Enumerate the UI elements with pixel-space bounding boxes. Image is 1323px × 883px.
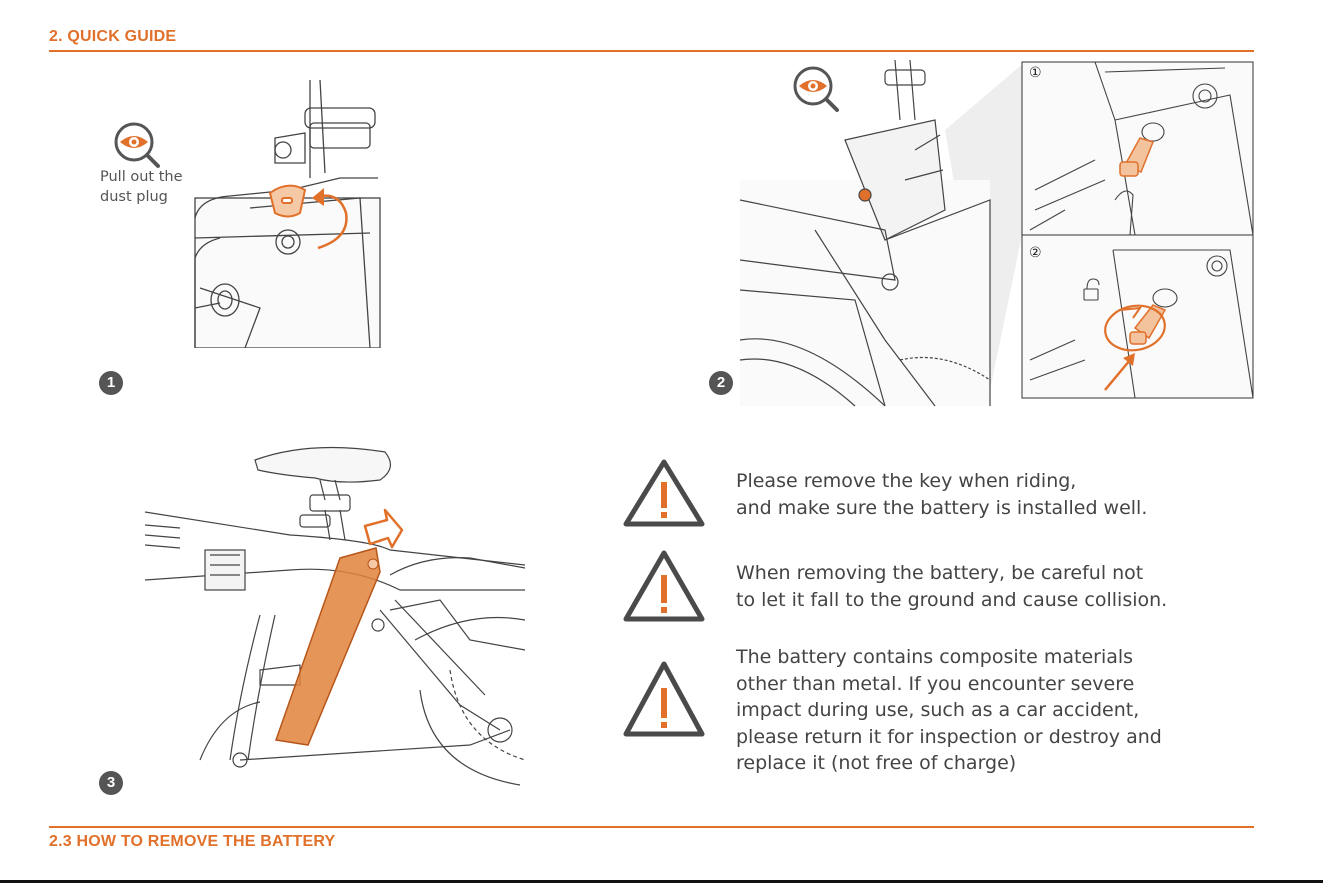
zoom-panel-1-label: ① — [1029, 65, 1042, 81]
warning-icon — [623, 550, 705, 622]
section-title: 2. QUICK GUIDE — [49, 28, 177, 45]
subsection-rule — [49, 826, 1254, 828]
step1-caption-line2: dust plug — [100, 189, 168, 205]
zoom-panel-2 — [1021, 234, 1254, 399]
step1-caption-line1: Pull out the — [100, 169, 183, 185]
step2-illustration — [739, 60, 1254, 407]
warning-text-2: When removing the battery, be careful no… — [736, 562, 1168, 611]
warning-text-1: Please remove the key when riding, and m… — [736, 470, 1148, 519]
step2-badge: 2 — [709, 371, 733, 395]
dust-plug — [268, 184, 307, 218]
warning-text-3: The battery contains composite materials… — [736, 646, 1162, 774]
eye-magnifier-icon — [793, 66, 839, 112]
step3-badge: 3 — [99, 771, 123, 795]
battery — [274, 547, 381, 746]
warning-icon — [623, 661, 705, 737]
section-title-rule — [49, 50, 1254, 52]
step1-illustration — [114, 79, 381, 348]
zoom-panel-1 — [1021, 61, 1254, 236]
subsection-title: 2.3 HOW TO REMOVE THE BATTERY — [49, 833, 336, 850]
step1-badge: 1 — [99, 371, 123, 395]
warning-icon — [623, 459, 705, 527]
page-bottom-border — [0, 880, 1323, 883]
zoom-panel-2-label: ② — [1029, 245, 1042, 261]
step3-illustration — [144, 446, 526, 786]
eye-magnifier-icon — [114, 122, 160, 168]
direction-arrow-icon — [363, 508, 404, 549]
rotation-arrow — [317, 194, 348, 250]
